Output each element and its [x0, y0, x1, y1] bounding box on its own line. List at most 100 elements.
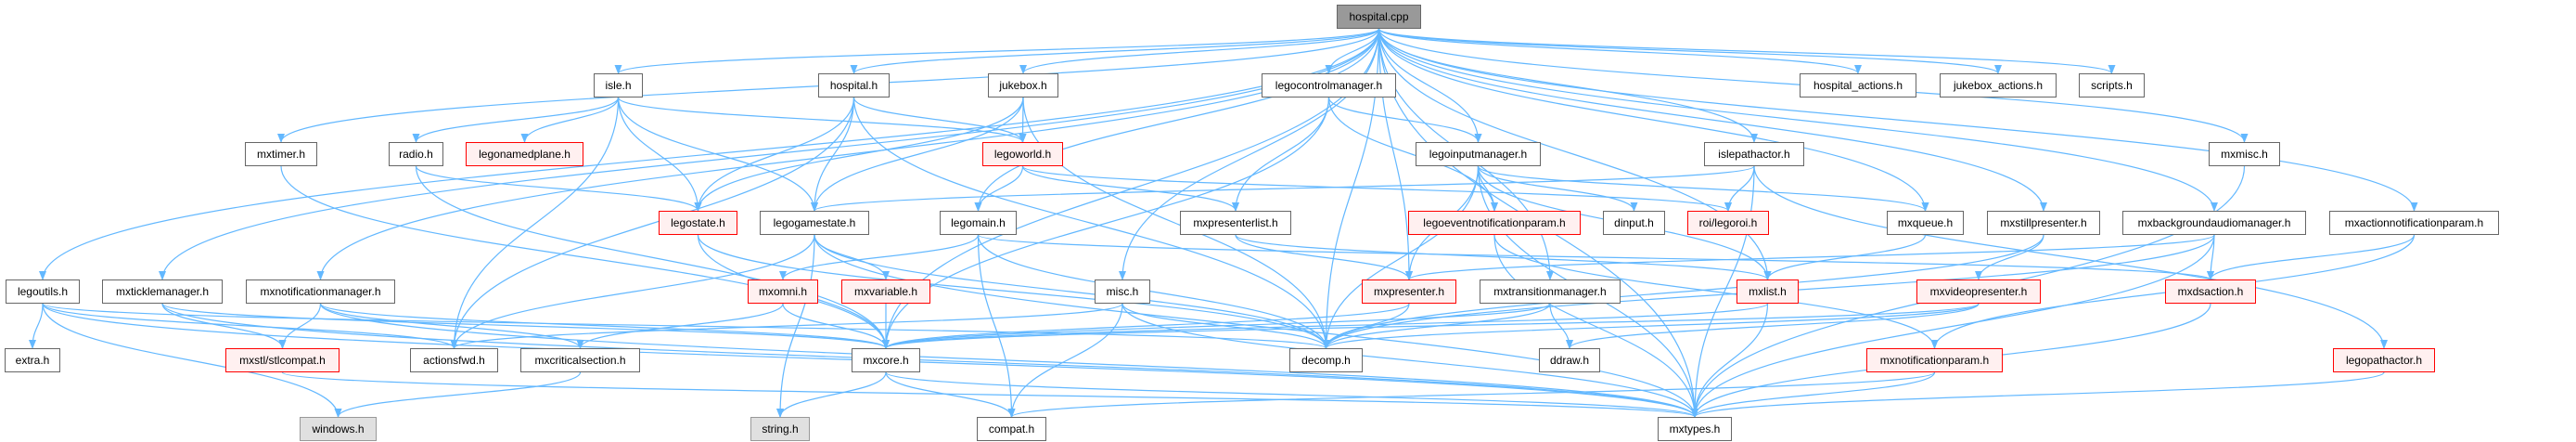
node-legomain-h[interactable]: legomain.h — [940, 211, 1017, 235]
node-legostate-h[interactable]: legostate.h — [659, 211, 737, 235]
node-windows-h: windows.h — [300, 417, 377, 441]
node-extra-h[interactable]: extra.h — [5, 348, 60, 372]
edge-legoworld-h-to-legoroi-h — [1021, 165, 1732, 212]
edge-mxomni-h-to-mxcore-h — [782, 303, 890, 349]
node-actionsfwd-h[interactable]: actionsfwd.h — [410, 348, 498, 372]
node-mxticklemanager-h[interactable]: mxticklemanager.h — [102, 280, 223, 304]
node-hospital-actions-h[interactable]: hospital_actions.h — [1800, 73, 1916, 98]
edge-hospital-cpp-to-mxbackgroundaudiomanager-h — [1378, 28, 2218, 212]
node-mxactionnotificationparam-h[interactable]: mxactionnotificationparam.h — [2329, 211, 2499, 235]
edge-stlcompat-h-to-mxtypes-h — [281, 371, 1698, 418]
node-mxdsaction-h[interactable]: mxdsaction.h — [2165, 280, 2256, 304]
edge-legoutils-h-to-windows-h — [42, 303, 342, 418]
edge-hospital-h-to-legogamestate-h — [811, 97, 855, 212]
edge-legogamestate-h-to-mxvariable-h — [814, 234, 890, 280]
edge-hospital-cpp-to-mxactionnotificationparam-h — [1378, 28, 2418, 212]
node-mxomni-h[interactable]: mxomni.h — [748, 280, 818, 304]
edge-legoworld-h-to-legomain-h — [974, 165, 1024, 212]
edge-legogamestate-h-to-mxtypes-h — [814, 234, 1698, 418]
node-hospital-h[interactable]: hospital.h — [818, 73, 890, 98]
node-jukebox-h[interactable]: jukebox.h — [988, 73, 1058, 98]
node-legonamedplane-h[interactable]: legonamedplane.h — [466, 142, 583, 166]
edge-isle-h-to-radio-h — [412, 97, 620, 143]
node-ddraw-h[interactable]: ddraw.h — [1539, 348, 1600, 372]
node-stlcompat-h[interactable]: mxstl/stlcompat.h — [225, 348, 340, 372]
node-mxpresenter-h[interactable]: mxpresenter.h — [1362, 280, 1456, 304]
edge-mxticklemanager-h-to-mxtypes-h — [161, 303, 1698, 418]
edge-legomain-h-to-compat-h — [977, 234, 1016, 418]
edge-mxtimer-h-to-mxcore-h — [280, 165, 890, 349]
node-mxstillpresenter-h[interactable]: mxstillpresenter.h — [1987, 211, 2100, 235]
edge-mxvideopresenter-h-to-decomp-h — [1322, 303, 1980, 349]
node-mxcriticalsection-h[interactable]: mxcriticalsection.h — [520, 348, 640, 372]
edge-mxpresenter-h-to-mxcore-h — [882, 303, 1410, 349]
node-mxcore-h[interactable]: mxcore.h — [852, 348, 920, 372]
node-mxlist-h[interactable]: mxlist.h — [1737, 280, 1799, 304]
node-mxqueue-h[interactable]: mxqueue.h — [1887, 211, 1964, 235]
edge-mxcore-h-to-mxtypes-h — [885, 371, 1698, 418]
edge-hospital-h-to-actionsfwd-h — [450, 97, 855, 349]
node-mxvariable-h[interactable]: mxvariable.h — [841, 280, 930, 304]
node-legoworld-h[interactable]: legoworld.h — [982, 142, 1063, 166]
node-legoutils-h[interactable]: legoutils.h — [6, 280, 80, 304]
edge-islepathactor-h-to-legopathactor-h — [1753, 165, 2388, 349]
edge-hospital-cpp-to-mxstillpresenter-h — [1378, 28, 2047, 212]
edge-legomain-h-to-mxomni-h — [779, 234, 980, 280]
node-hospital-cpp[interactable]: hospital.cpp — [1337, 5, 1421, 29]
edge-hospital-h-to-legoworld-h — [852, 97, 1027, 143]
edge-hospital-cpp-to-jukebox-actions-h — [1378, 28, 2002, 74]
node-mxbackgroundaudiomanager-h[interactable]: mxbackgroundaudiomanager.h — [2122, 211, 2306, 235]
edge-mxnotificationmanager-h-to-stlcompat-h — [278, 303, 322, 349]
node-legogamestate-h[interactable]: legogamestate.h — [760, 211, 869, 235]
edge-isle-h-to-legogamestate-h — [617, 97, 818, 212]
node-mxnotificationparam-h[interactable]: mxnotificationparam.h — [1866, 348, 2003, 372]
edge-mxomni-h-to-mxcriticalsection-h — [576, 303, 784, 349]
node-isle-h[interactable]: isle.h — [594, 73, 643, 98]
node-mxnotificationmanager-h[interactable]: mxnotificationmanager.h — [246, 280, 395, 304]
node-legoeventnotificationparam-h[interactable]: legoeventnotificationparam.h — [1408, 211, 1581, 235]
edge-mxpresenterlist-h-to-mxlist-h — [1235, 234, 1772, 280]
edge-hospital-cpp-to-mxticklemanager-h — [159, 28, 1380, 280]
node-dinput-h[interactable]: dinput.h — [1603, 211, 1665, 235]
node-legocontrolmanager-h[interactable]: legocontrolmanager.h — [1262, 73, 1396, 98]
edge-islepathactor-h-to-legogamestate-h — [811, 165, 1755, 212]
node-legoinputmanager-h[interactable]: legoinputmanager.h — [1416, 142, 1541, 166]
node-mxtimer-h[interactable]: mxtimer.h — [245, 142, 317, 166]
edge-hospital-cpp-to-legoinputmanager-h — [1378, 28, 1482, 143]
edge-legoutils-h-to-extra-h — [29, 303, 44, 349]
node-legoroi-h[interactable]: roi/legoroi.h — [1687, 211, 1769, 235]
edge-mxvideopresenter-h-to-mxcore-h — [882, 303, 1980, 349]
edge-mxtransitionmanager-h-to-mxcore-h — [882, 303, 1551, 349]
node-misc-h[interactable]: misc.h — [1095, 280, 1150, 304]
edge-hospital-cpp-to-scripts-h — [1378, 28, 2116, 74]
node-mxvideopresenter-h[interactable]: mxvideopresenter.h — [1916, 280, 2041, 304]
node-scripts-h[interactable]: scripts.h — [2079, 73, 2145, 98]
node-mxmisc-h[interactable]: mxmisc.h — [2209, 142, 2280, 166]
node-mxtransitionmanager-h[interactable]: mxtransitionmanager.h — [1480, 280, 1621, 304]
edge-mxbackgroundaudiomanager-h-to-mxtypes-h — [1691, 234, 2215, 418]
edge-mxcriticalsection-h-to-windows-h — [334, 371, 582, 418]
edge-mxactionnotificationparam-h-to-mxdsaction-h — [2207, 234, 2416, 280]
node-jukebox-actions-h[interactable]: jukebox_actions.h — [1940, 73, 2057, 98]
node-mxpresenterlist-h[interactable]: mxpresenterlist.h — [1180, 211, 1291, 235]
edge-mxtransitionmanager-h-to-ddraw-h — [1549, 303, 1573, 349]
edge-mxnotificationmanager-h-to-mxcore-h — [319, 303, 890, 349]
edge-mxnotificationmanager-h-to-mxtypes-h — [319, 303, 1698, 418]
edge-jukebox-h-to-legogamestate-h — [811, 97, 1024, 212]
edge-mxcore-h-to-compat-h — [885, 371, 1016, 418]
node-compat-h[interactable]: compat.h — [977, 417, 1046, 441]
node-legopathactor-h[interactable]: legopathactor.h — [2333, 348, 2435, 372]
edge-legogamestate-h-to-decomp-h — [814, 234, 1330, 349]
edge-mxlist-h-to-mxtypes-h — [1691, 303, 1769, 418]
node-islepathactor-h[interactable]: islepathactor.h — [1704, 142, 1804, 166]
edge-mxpresenterlist-h-to-mxpresenter-h — [1235, 234, 1413, 280]
node-decomp-h[interactable]: decomp.h — [1289, 348, 1363, 372]
edge-hospital-cpp-to-hospital-actions-h — [1378, 28, 1862, 74]
edge-islepathactor-h-to-legoroi-h — [1724, 165, 1755, 212]
node-radio-h[interactable]: radio.h — [389, 142, 443, 166]
edge-legoworld-h-to-mxpresenterlist-h — [1021, 165, 1239, 212]
edge-legocontrolmanager-h-to-legoeventnotificationparam-h — [1327, 97, 1498, 212]
edge-jukebox-h-to-legostate-h — [694, 97, 1024, 212]
node-mxtypes-h[interactable]: mxtypes.h — [1658, 417, 1732, 441]
